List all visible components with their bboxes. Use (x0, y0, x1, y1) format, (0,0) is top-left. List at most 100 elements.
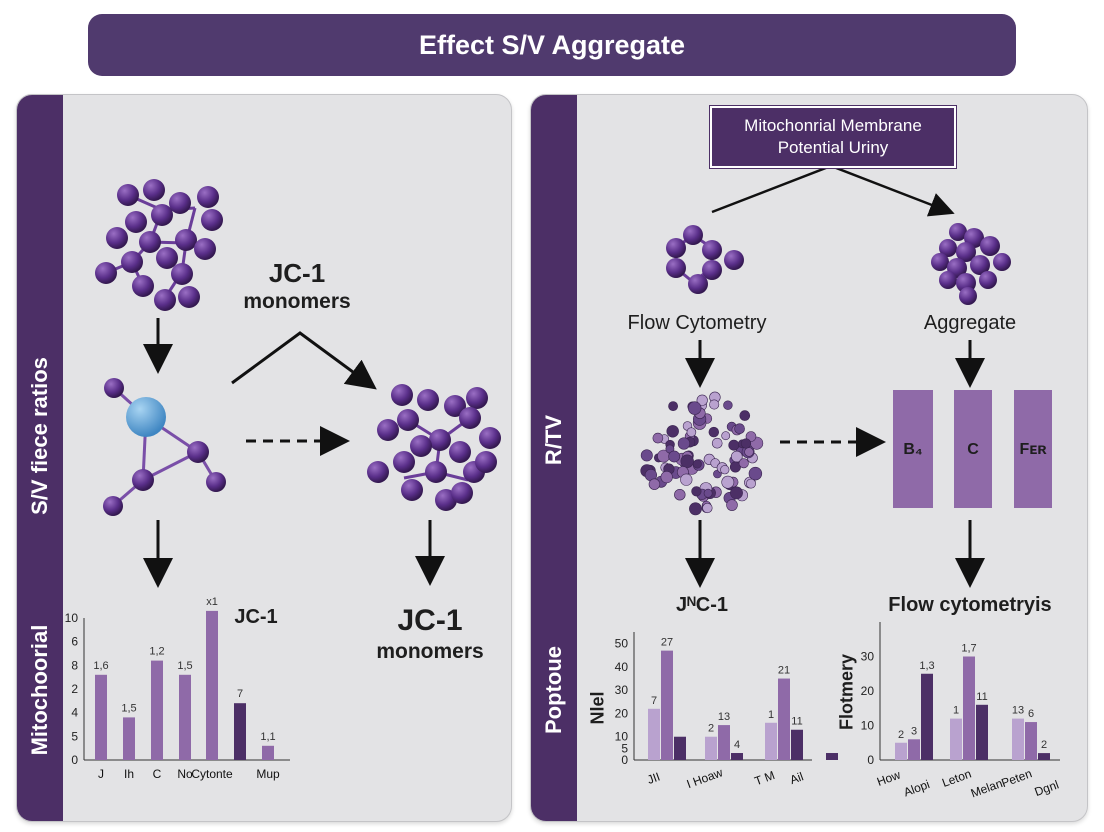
right1-category: JII (645, 769, 662, 786)
left-chart-bar-label: 1,1 (260, 731, 275, 743)
flow-dot (744, 447, 754, 457)
right1-ytick: 50 (615, 637, 629, 651)
flow-dot (726, 499, 738, 511)
right2-bar (950, 718, 962, 760)
left-chart-bar-label: 1,2 (149, 646, 164, 658)
monomers-label-top: monomers (243, 290, 351, 313)
left-chart-title: JC-1 (234, 606, 278, 628)
right1-category: Ail (788, 769, 805, 787)
left-chart-bar (123, 717, 135, 760)
flow-dot (689, 502, 702, 516)
flow-dot (677, 437, 691, 450)
flow-dot (734, 423, 745, 435)
right2-category: Alopi (902, 777, 932, 799)
left-chart-category: Cytonte (191, 767, 233, 781)
right1-ytick: 5 (621, 741, 628, 755)
left-chart-category: Mup (256, 767, 280, 781)
left-chart-ytick: 4 (71, 706, 78, 720)
flow-dot (728, 439, 740, 451)
right1-ytick: 30 (615, 683, 629, 697)
flow-dot (696, 394, 708, 406)
flow-dot (720, 465, 730, 475)
flow-dot (709, 399, 720, 410)
right2-bar (963, 656, 975, 760)
flow-dot (687, 401, 702, 415)
right1-bar-label: 2 (708, 723, 714, 735)
right2-bar-label: 1 (953, 705, 959, 717)
flow-dot (708, 426, 719, 438)
left-side-strip (17, 95, 63, 821)
left-chart-bar-label: 1,6 (93, 660, 108, 672)
flow-dot (691, 486, 702, 497)
right2-bar (921, 673, 933, 760)
mmp-box: Mitochonrial Membrane Potential Uriny (709, 105, 957, 169)
flow-dot (721, 431, 731, 441)
right-chart2-ylabel: Flotmery (836, 653, 857, 731)
left-chart-category: J (98, 767, 104, 781)
block-b4-label: B₄ (903, 441, 923, 458)
left-chart-bar-label: 7 (237, 688, 243, 700)
right1-bar (674, 736, 686, 760)
title-text: Effect S/V Aggregate (418, 29, 686, 60)
right2-bar (1038, 753, 1050, 760)
flow-dot (640, 449, 653, 462)
right-chart2-title: Flow cytometryis (888, 594, 1052, 616)
flow-dot (739, 410, 751, 421)
right1-bar-label: 7 (651, 695, 657, 707)
right1-bar (731, 753, 743, 760)
block-b4 (893, 390, 933, 508)
mmp-line2: Potential Uriny (777, 138, 889, 157)
monomer-molecule (103, 378, 226, 516)
molecule-cluster-top-left (95, 179, 223, 311)
right2-ytick: 0 (867, 753, 874, 767)
chevron-arrow-left (231, 331, 377, 390)
right1-bar (791, 729, 803, 760)
left-chart-category: C (153, 767, 162, 781)
flow-dot (738, 458, 749, 469)
left-chart-bar (206, 610, 218, 760)
right2-category: How (875, 767, 903, 788)
right1-bar-label: 21 (778, 665, 790, 677)
flow-dot (723, 400, 733, 410)
left-chart-ytick: 8 (71, 658, 78, 672)
right1-bar-label: 11 (791, 716, 802, 728)
left-chart-ytick: 10 (65, 611, 79, 625)
flow-dot (721, 475, 735, 489)
right1-bar (648, 708, 660, 760)
block-fer (1014, 390, 1052, 508)
right2-bar-label: 1,7 (961, 643, 976, 655)
right1-bar (661, 650, 673, 760)
flow-dot (652, 432, 664, 444)
right2-category: Leton (940, 767, 973, 790)
left-chart-bar (151, 660, 163, 760)
flow-dot (746, 478, 756, 489)
left-chart-bar (95, 674, 107, 760)
right-chart1-ylabel: Nlel (587, 691, 608, 725)
split-arrow-right (711, 164, 955, 217)
flow-dot (703, 488, 713, 498)
right2-bar-label: 6 (1028, 708, 1034, 720)
left-chart-bar-label: 1,5 (121, 702, 136, 714)
block-c (954, 390, 992, 508)
block-c-label: C (967, 441, 979, 458)
right1-category: I Hoaw (685, 765, 725, 791)
left-chart-category: Ih (124, 767, 134, 781)
left-chart-ytick: 0 (71, 753, 78, 767)
flow-dot (680, 454, 694, 468)
right2-bar-label: 11 (976, 691, 987, 703)
flow-dot (748, 466, 763, 481)
right2-bar (1025, 722, 1037, 760)
jc1-label-bottom: JC-1 (397, 604, 463, 637)
flow-dot (711, 437, 723, 449)
left-chart-ytick: 2 (71, 682, 78, 696)
flow-dot-cloud (640, 391, 764, 516)
flow-dot (648, 478, 661, 490)
left-chart-bar (262, 745, 274, 760)
right2-bar-label: 2 (898, 729, 904, 741)
aggregate-label: Aggregate (923, 312, 1017, 334)
right1-bar-label: 4 (734, 739, 740, 751)
